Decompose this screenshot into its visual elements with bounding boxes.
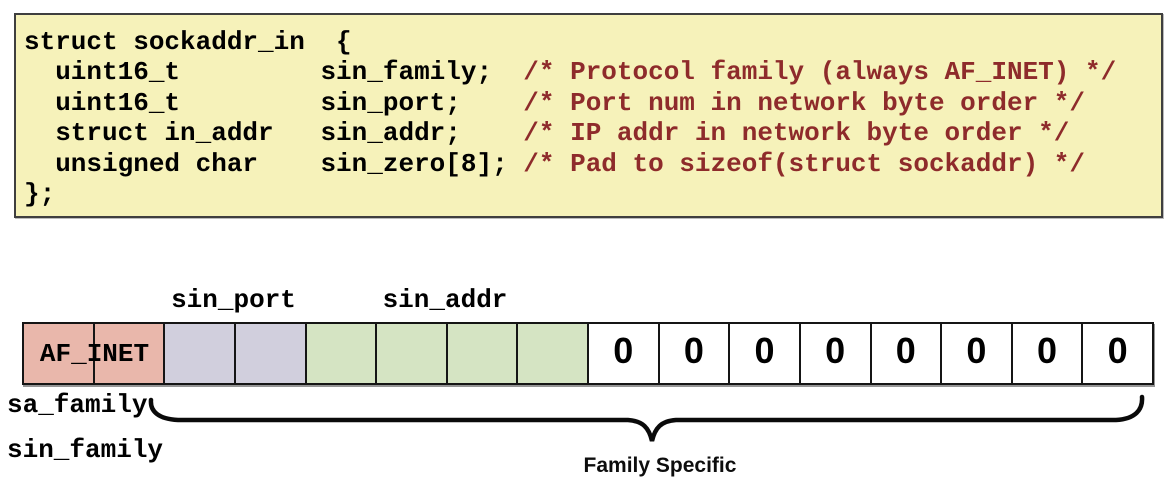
sa-family-label: sa_family [7,390,148,420]
code-line: unsigned char sin_zero[8]; /* Pad to siz… [24,149,1161,179]
code-line: struct sockaddr_in { [24,27,1161,57]
zero-byte-value: 0 [1037,329,1058,371]
byte-cell-sin_zero: 0 [1083,324,1152,383]
struct-definition-code-box: struct sockaddr_in { uint16_t sin_family… [14,13,1163,218]
byte-cell-sin_zero: 0 [589,324,660,383]
zero-byte-value: 0 [895,329,916,371]
code-line: }; [24,179,1161,209]
byte-cell-sin_addr [447,324,519,383]
zero-byte-value: 0 [1107,329,1128,371]
code-comment: /* Pad to sizeof(struct sockaddr) */ [523,148,1085,179]
code-text: struct sockaddr_in { [24,27,352,57]
zero-byte-value: 0 [754,329,775,371]
zero-byte-value: 0 [683,329,704,371]
byte-cell-sin_family [94,324,166,383]
code-line: uint16_t sin_family; /* Protocol family … [24,57,1161,87]
zero-byte-value: 0 [825,329,846,371]
byte-cell-sin_addr [306,324,378,383]
code-text: uint16_t sin_family; [24,57,524,88]
sin-addr-label: sin_addr [382,285,508,315]
byte-cell-sin_zero: 0 [800,324,872,383]
family-specific-label: Family Specific [583,454,737,477]
byte-cell-sin_zero: 0 [942,324,1013,383]
code-text: }; [24,179,56,210]
code-line: struct in_addr sin_addr; /* IP addr in n… [24,118,1161,148]
byte-cell-sin_addr [518,324,589,383]
code-text: struct in_addr sin_addr; [24,118,524,149]
byte-cell-sin_zero: 0 [1012,324,1084,383]
byte-cell-sin_family [24,324,95,383]
code-comment: /* IP addr in network byte order */ [523,118,1070,149]
byte-cell-sin_zero: 0 [871,324,943,383]
zero-byte-value: 0 [966,329,987,371]
zero-byte-value: 0 [613,329,634,371]
byte-cell-sin_port [235,324,307,383]
byte-row-top-labels: sin_port sin_addr [22,285,1150,317]
byte-cell-sin_addr [377,324,448,383]
code-text: uint16_t sin_port; [24,87,524,118]
byte-cell-sin_zero: 0 [659,324,731,383]
code-comment: /* Port num in network byte order */ [523,87,1085,118]
code-line: uint16_t sin_port; /* Port num in networ… [24,88,1161,118]
byte-cell-sin_port [165,324,236,383]
sin-port-label: sin_port [171,285,296,315]
sin-family-label: sin_family [7,435,164,465]
code-comment: /* Protocol family (always AF_INET) */ [523,57,1117,88]
code-text: unsigned char sin_zero[8]; [24,148,524,179]
byte-cell-sin_zero: 0 [730,324,801,383]
